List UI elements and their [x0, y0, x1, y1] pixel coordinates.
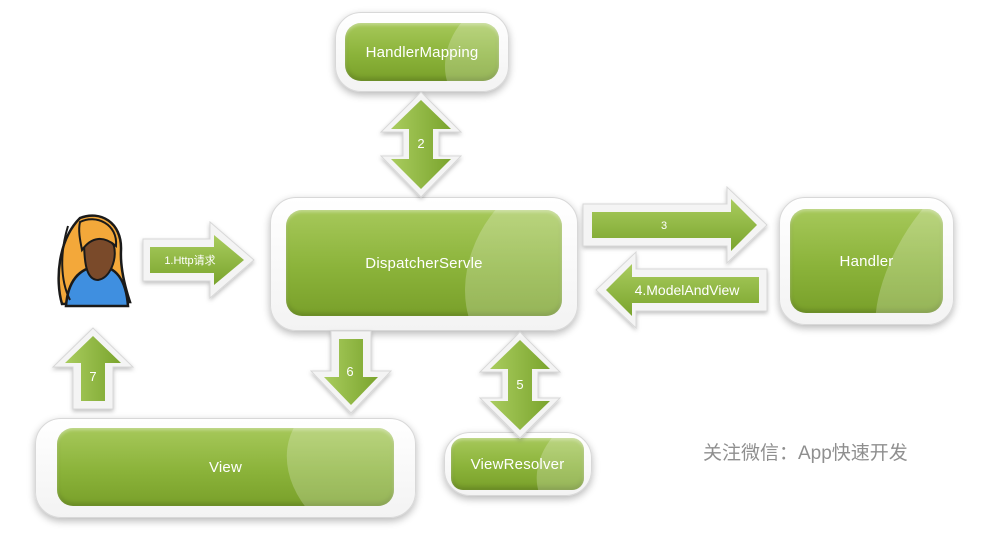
handler-node[interactable]: Handler [790, 209, 943, 313]
arrow-step6-label: 6 [346, 364, 353, 379]
viewresolver-label: ViewResolver [470, 455, 565, 473]
arrow-step6: 6 [309, 330, 393, 414]
arrow-model-and-view: 4.ModelAndView [595, 250, 768, 330]
view-node[interactable]: View [57, 428, 394, 506]
arrow-step2: 2 [379, 91, 463, 198]
user-avatar-icon [57, 214, 132, 308]
arrow-step5-label: 5 [516, 377, 523, 392]
arrow-model-and-view-label: 4.ModelAndView [635, 282, 741, 298]
arrow-step7: 7 [51, 327, 135, 410]
arrow-step3: 3 [582, 185, 768, 265]
viewresolver-node[interactable]: ViewResolver [451, 438, 584, 490]
handlermapping-node[interactable]: HandlerMapping [345, 23, 499, 81]
handler-label: Handler [839, 252, 894, 270]
arrow-step3-label: 3 [661, 220, 667, 232]
arrow-step2-label: 2 [417, 136, 424, 151]
watermark-text: 关注微信：App快速开发 [703, 443, 908, 464]
dispatcher-label: DispatcherServle [365, 254, 483, 272]
arrow-http-request-label: 1.Http请求 [164, 254, 215, 267]
arrow-http-request: 1.Http请求 [142, 220, 255, 300]
handlermapping-label: HandlerMapping [365, 43, 479, 61]
view-label: View [208, 458, 243, 476]
dispatcher-node[interactable]: DispatcherServle [286, 210, 562, 316]
arrow-step7-label: 7 [89, 369, 96, 384]
arrow-step5: 5 [478, 331, 562, 439]
